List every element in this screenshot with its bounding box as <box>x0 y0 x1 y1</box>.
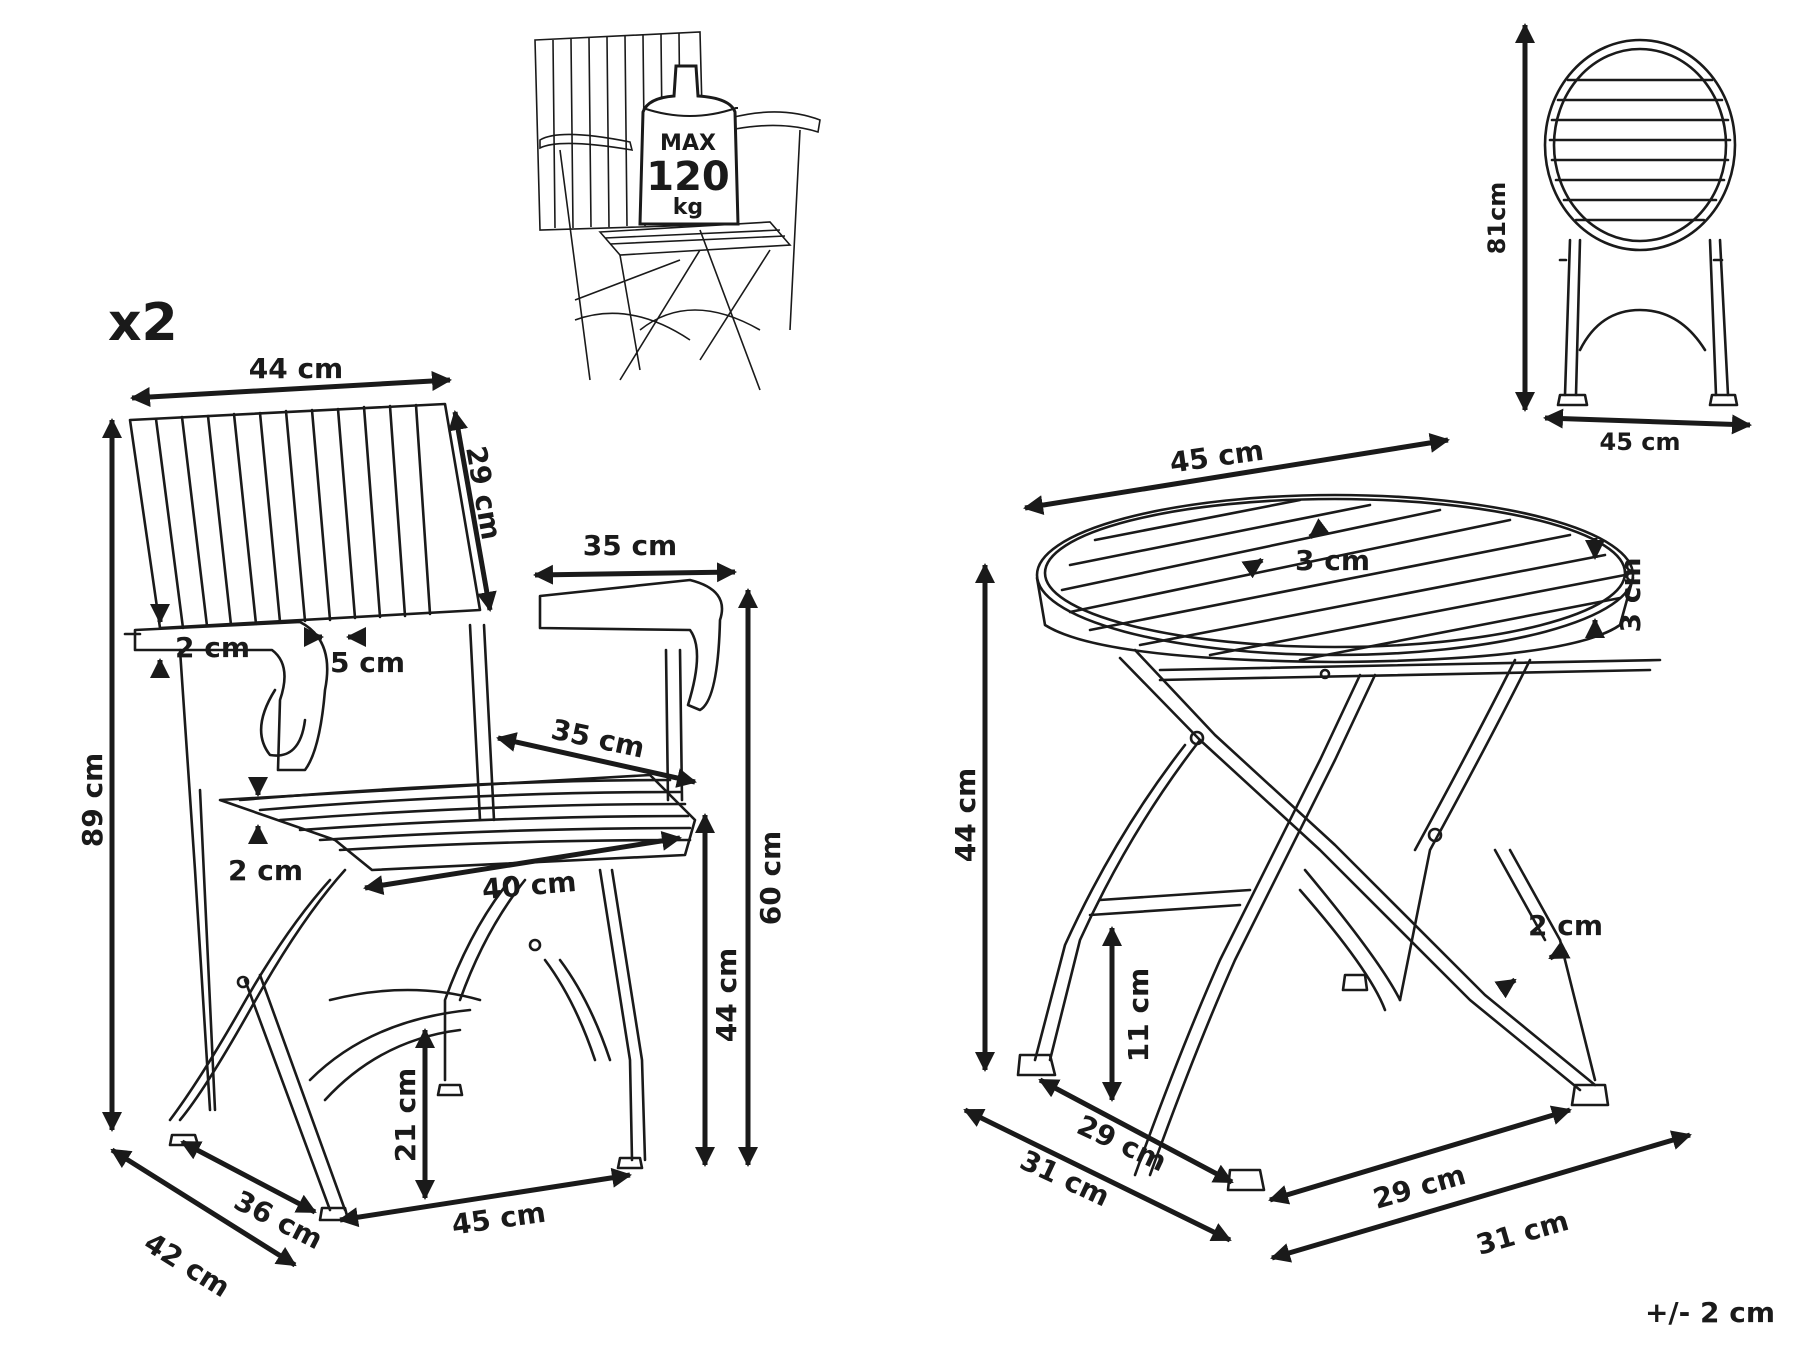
max-load-line2: 120 <box>646 154 730 200</box>
table-slat-gap-label: 3 cm <box>1295 544 1370 577</box>
folded-table-height-label: 81cm <box>1483 182 1511 255</box>
table-top-thickness-label: 3 cm <box>1614 557 1647 632</box>
chair-width-top-label: 44 cm <box>249 352 344 385</box>
quantity-label: x2 <box>108 293 178 353</box>
chair-base-depth-outer-label: 42 cm <box>138 1226 236 1304</box>
max-load-weight-icon: MAX 120 kg <box>638 64 740 226</box>
chair-seat-width-label: 40 cm <box>481 865 578 906</box>
chair-load-illustration <box>534 31 821 391</box>
chair-stretcher-height-label: 21 cm <box>389 1068 422 1163</box>
table-stretcher-height-label: 11 cm <box>1122 968 1155 1063</box>
chair-armrest-length-label: 35 cm <box>583 529 678 562</box>
table-height-label: 44 cm <box>949 768 982 863</box>
table-base-outer-left-label: 31 cm <box>1015 1143 1115 1213</box>
table-leg-thickness-label: 2 cm <box>1528 909 1603 942</box>
folded-table-dimensions: 81cm 45 cm <box>1483 22 1752 456</box>
chair-seat-thickness-label: 2 cm <box>228 854 303 887</box>
chair-armrest-height-label: 60 cm <box>754 831 787 926</box>
chair-seat-height-label: 44 cm <box>710 948 743 1043</box>
max-load-line3: kg <box>673 195 703 220</box>
chair-seat-depth-label: 35 cm <box>548 713 647 765</box>
folded-table-width-label: 45 cm <box>1600 428 1681 456</box>
folded-table-drawing <box>1543 38 1739 407</box>
max-load-line1: MAX <box>660 131 716 156</box>
table-dimensions: 45 cm 3 cm 3 cm 44 cm 2 cm 11 cm 29 cm 3… <box>949 432 1692 1263</box>
tolerance-label: +/- 2 cm <box>1645 1296 1775 1329</box>
chair-armrest-width-label: 5 cm <box>330 646 405 679</box>
table-base-outer-right-label: 31 cm <box>1472 1204 1572 1262</box>
chair-armrest-thickness-label: 2 cm <box>175 631 250 664</box>
chair-total-height-label: 89 cm <box>76 753 109 848</box>
